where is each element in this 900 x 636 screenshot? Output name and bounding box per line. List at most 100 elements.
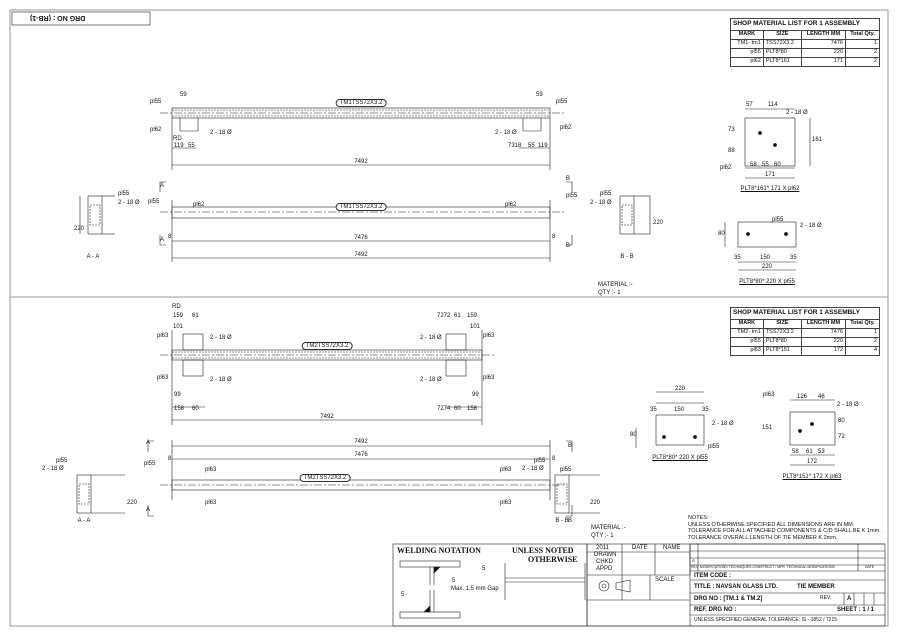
cell-mark: pl55 [730,337,764,347]
weld-size: 5 [452,578,456,584]
cell-size: TSS72X3.2 [762,39,802,49]
mark-label: pl63 [157,375,169,381]
dim: 60 [192,406,199,412]
dim-overall: 7492 [354,252,368,258]
dim: 158 [467,406,478,412]
tb-rev: REV [691,565,699,569]
dim-overall: 7492 [320,414,334,420]
section-marker-b[interactable]: B [566,243,571,249]
mark-label: pl55 [118,191,130,197]
cell-length: 171 [800,57,846,67]
mark-label: pl63 [205,500,217,506]
unless-noted: UNLESS NOTED [512,546,574,555]
section-title: B - B [555,518,569,524]
mark-label: pl55 [556,99,568,105]
cell-size: PLT8*151 [762,346,802,356]
holes-label: 2 - 18 Ø [210,130,232,136]
col-qty: Total Qty. [844,30,881,40]
section-title: A - A [86,254,100,260]
dim: 101 [470,324,481,330]
dim: 59 [180,92,187,98]
qty-label: QTY :- 1 [591,533,614,539]
weld-size: 5 [401,592,405,598]
section-marker-a[interactable]: A [146,507,151,513]
dim: 72 [838,434,845,440]
dim: 55 [188,143,195,149]
mark-label: pl62 [505,202,517,208]
section-marker-b[interactable]: B [568,443,573,449]
dim: 59 [536,92,543,98]
tb-appd: APPD [596,566,613,572]
member-label: TM1TSS72X3.2 [335,99,387,107]
tb-drg-no: DRG NO : [TM.1 & TM.2] [694,596,763,602]
section-marker-b[interactable]: B [566,176,571,182]
section-marker-a[interactable]: A [160,237,165,243]
tb-scale: SCALE : [655,577,679,583]
mark-label: pl55 [534,458,546,464]
mark-label: pl63 [157,333,169,339]
dim: 88 [728,148,735,154]
dim: 171 [764,172,776,178]
mark-label: pl62 [150,127,162,133]
note-line: TOLERANCE OVERALL LENGTH OF TIE MEMBER K… [688,534,838,541]
plate-pl55-detail-2 [635,391,705,448]
projection-symbol-icon [598,580,610,592]
holes-label: 2 - 18 Ø [800,223,822,229]
col-mark: MARK [730,30,764,40]
cell-length: 172 [800,346,846,356]
plate-caption: PLT8*80* 220 X pl55 [739,279,795,285]
rd-label: RD [173,136,182,142]
tb-rev-label: REV. [820,595,832,601]
tm1-section-bb [619,195,651,235]
tb-ref-drg: REF. DRG NO : [694,607,737,613]
mark-label: pl63 [483,333,495,339]
tm2-section-bb [554,474,600,514]
dim: 61 [454,313,461,319]
mark-label: pl55 [772,217,784,223]
mark-label: pl63 [500,500,512,506]
dim: 60 [454,406,461,412]
dim: 55 [528,143,535,149]
section-marker-a[interactable]: A [146,440,151,446]
dim: 35 [790,255,797,261]
plate-pl55-detail [724,221,797,271]
dim: 8 [168,234,172,240]
shop-material-list-2: SHOP MATERIAL LIST FOR 1 ASSEMBLY MARK S… [730,307,881,356]
mark-label: pl55 [708,444,720,450]
holes-label: 2 - 18 Ø [495,130,517,136]
dim: 172 [806,459,818,465]
mark-label: pl55 [148,199,160,205]
mark-label: pl55 [560,467,572,473]
tb-sheet: SHEET : 1 / 1 [837,607,875,613]
mark-label: pl55 [150,99,162,105]
cell-qty: 1 [844,328,881,338]
tb-rev-value: A [847,596,852,602]
weld-size: 5 [482,566,486,572]
tm2-plan [147,440,573,517]
member-label: TM1TSS72X3.2 [335,203,387,211]
cell-length: 7476 [800,328,846,338]
holes-label: 2 - 18 Ø [837,402,859,408]
mark-label: pl62 [720,165,732,171]
mark-label: pl55 [600,191,612,197]
member-label: TM2TSS72X3.2 [299,474,351,482]
col-length: LENGTH MM [800,30,846,40]
section-marker-a[interactable]: A [160,183,165,189]
cell-length: 220 [800,48,846,58]
dim: 101 [173,324,184,330]
dim: 55 [762,162,769,168]
tb-title: TITLE : NAVSAN GLASS LTD. [694,584,778,590]
material-label: MATERIAL :- [591,525,626,531]
col-size: SIZE [762,319,802,329]
dim: 58 [792,449,799,455]
dim: 57 [746,102,753,108]
tm1-elevation [160,107,565,170]
mark-label: pl63 [205,467,217,473]
cell-length: 7476 [800,39,846,49]
section-marker-b[interactable]: B [568,518,573,524]
dim-overall: 7492 [354,439,368,445]
dim: 8 [552,456,556,462]
